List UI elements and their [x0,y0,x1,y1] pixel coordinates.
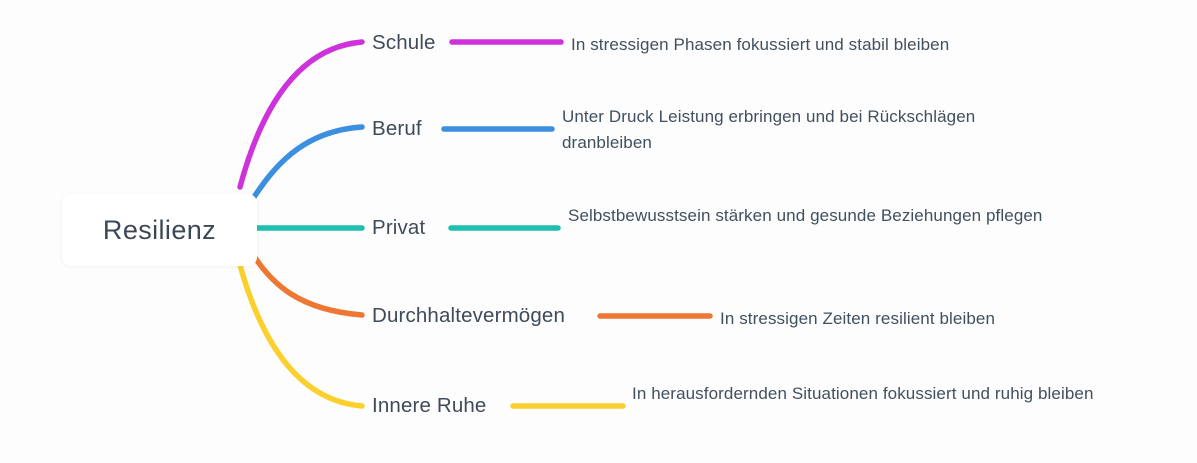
edge-root-to-schule [237,39,365,190]
branch-label-privat[interactable]: Privat [372,216,426,239]
node-root[interactable]: Resilienz [62,194,257,266]
leaf-text-innere-ruhe[interactable]: In herausfordernden Situationen fokussie… [632,384,1094,403]
edge-root-to-innere-ruhe [237,262,365,409]
leaf-text-beruf[interactable]: Unter Druck Leistung erbringen und bei R… [562,107,976,152]
edge-root-to-durchhaltevermoegen [249,250,365,318]
branch-label-durchhaltevermoegen[interactable]: Durchhaltevermögen [372,304,565,327]
branch-label-schule[interactable]: Schule [372,31,436,54]
leaf-text-durchhaltevermoegen[interactable]: In stressigen Zeiten resilient bleiben [720,309,996,328]
branch-label-innere-ruhe[interactable]: Innere Ruhe [372,394,487,417]
leaf-text-privat[interactable]: Selbstbewusstsein stärken und gesunde Be… [568,206,1043,225]
edge-root-to-beruf [249,124,365,203]
branch-label-beruf[interactable]: Beruf [372,117,422,140]
node-root-label: Resilienz [102,214,217,245]
leaf-text-schule[interactable]: In stressigen Phasen fokussiert und stab… [571,35,950,54]
